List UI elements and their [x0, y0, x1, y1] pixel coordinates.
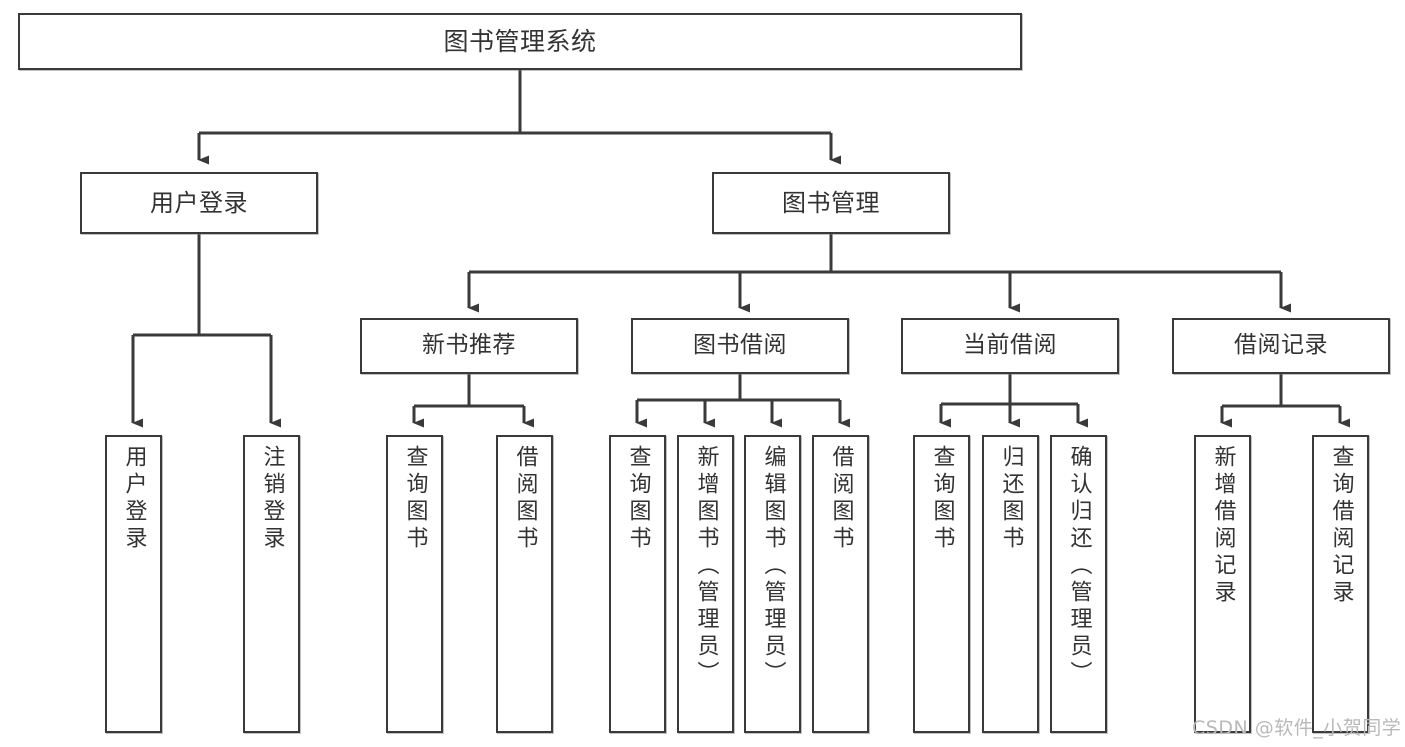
node-label: 用户登录 [121, 445, 147, 553]
node-label: 借阅图书 [828, 445, 854, 553]
leaf-confirm-return-admin[interactable]: 确认归还（管理员） [1050, 435, 1107, 733]
leaf-edit-book-admin[interactable]: 编辑图书（管理员） [744, 435, 801, 733]
node-label: 借阅图书 [512, 445, 538, 553]
node-label: 图书管理 [782, 188, 880, 217]
node-borrow-record[interactable]: 借阅记录 [1172, 318, 1390, 374]
node-label: 确认归还（管理员） [1066, 445, 1092, 688]
node-label: 新书推荐 [422, 332, 516, 359]
node-label: 新增借阅记录 [1210, 445, 1236, 607]
leaf-query-book-borrow[interactable]: 查询图书 [609, 435, 666, 733]
csdn-watermark: CSDN @软件_小贺同学 [1192, 717, 1402, 739]
node-label: 归还图书 [998, 445, 1024, 553]
node-new-book-recommend[interactable]: 新书推荐 [360, 318, 578, 374]
leaf-return-book[interactable]: 归还图书 [982, 435, 1039, 733]
node-label: 新增图书（管理员） [693, 445, 719, 688]
leaf-add-book-admin[interactable]: 新增图书（管理员） [677, 435, 734, 733]
node-current-borrow[interactable]: 当前借阅 [901, 318, 1119, 374]
node-label: 查询图书 [402, 445, 428, 553]
leaf-query-borrow-record[interactable]: 查询借阅记录 [1312, 435, 1369, 733]
node-label: 图书借阅 [693, 332, 787, 359]
node-label: 编辑图书（管理员） [760, 445, 786, 688]
node-label: 借阅记录 [1234, 332, 1328, 359]
node-user-login[interactable]: 用户登录 [80, 172, 318, 234]
leaf-logout[interactable]: 注销登录 [243, 435, 300, 733]
leaf-user-login[interactable]: 用户登录 [105, 435, 162, 733]
node-label: 用户登录 [150, 188, 248, 217]
node-book-borrow[interactable]: 图书借阅 [631, 318, 849, 374]
leaf-borrow-book-newbook[interactable]: 借阅图书 [496, 435, 553, 733]
leaf-add-borrow-record[interactable]: 新增借阅记录 [1194, 435, 1251, 733]
leaf-borrow-book[interactable]: 借阅图书 [812, 435, 869, 733]
node-label: 注销登录 [259, 445, 285, 553]
node-label: 图书管理系统 [443, 26, 597, 56]
node-label: 查询图书 [929, 445, 955, 553]
node-label: 查询图书 [625, 445, 651, 553]
leaf-query-book-current[interactable]: 查询图书 [913, 435, 970, 733]
node-book-management[interactable]: 图书管理 [712, 172, 950, 234]
leaf-query-book-newbook[interactable]: 查询图书 [386, 435, 443, 733]
node-label: 当前借阅 [963, 332, 1057, 359]
node-root-system[interactable]: 图书管理系统 [18, 13, 1022, 70]
node-label: 查询借阅记录 [1328, 445, 1354, 607]
